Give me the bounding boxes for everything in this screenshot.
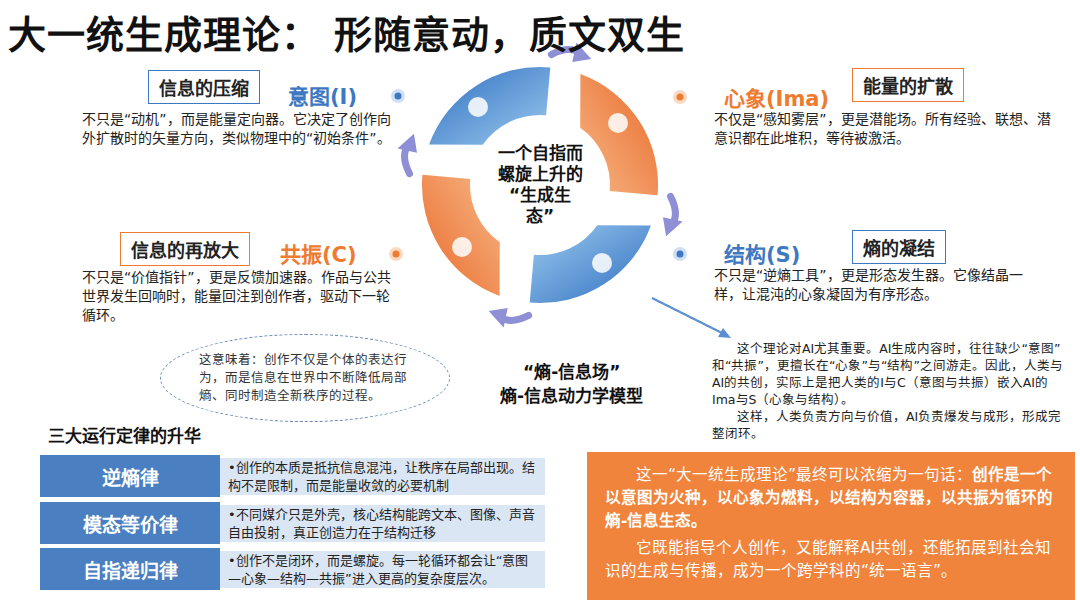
tag-box: 熵的凝结 bbox=[852, 230, 946, 264]
node-text: 熵的凝结 bbox=[863, 234, 935, 260]
node-text: 这意味着：创作不仅是个体的表达行为，而是信息在世界中不断降低局部熵、同时制造全新… bbox=[199, 351, 411, 405]
dot bbox=[673, 247, 687, 261]
speech-bubble: 这意味着：创作不仅是个体的表达行为，而是信息在世界中不断降低局部熵、同时制造全新… bbox=[160, 334, 450, 422]
concept-heading: 意图(I) bbox=[288, 80, 357, 110]
ai-note: 这个理论对AI尤其重要。AI生成内容时，往往缺少“意图”和“共振”，更擅长在“心… bbox=[712, 340, 1064, 408]
cycle-arrow bbox=[393, 131, 421, 174]
dot bbox=[395, 93, 402, 100]
node-text: •创作不是闭环，而是螺旋。每一轮循环都会让“意图—心象—结构—共振”进入更高的复… bbox=[228, 552, 537, 588]
node-text: 一个自指而螺旋上升的“生成生态” bbox=[495, 143, 585, 227]
concept-description: 不仅是“感知雾层”，更是潜能场。所有经验、联想、潜意识都在此堆积，等待被激活。 bbox=[714, 110, 1054, 148]
petal-icon bbox=[468, 97, 488, 117]
summary-text: 这一“大一统生成理论”最终可以浓缩为一句话： bbox=[636, 466, 972, 484]
cycle-arrow bbox=[486, 304, 529, 332]
node-text: 信息的再放大 bbox=[131, 236, 239, 262]
cycle-petals bbox=[393, 38, 687, 332]
section-heading: 三大运行定律的升华 bbox=[48, 422, 201, 447]
node-text: •创作的本质是抵抗信息混沌，让秩序在局部出现。结构不是限制，而是能量收敛的必要机… bbox=[228, 459, 537, 495]
node-text: 信息的压缩 bbox=[159, 74, 249, 100]
law-text-box: •不同媒介只是外壳，核心结构能跨文本、图像、声音自由投射，真正创造力在于结构迁移 bbox=[220, 505, 545, 542]
law-band: 逆熵律 bbox=[40, 455, 220, 497]
petal-icon bbox=[608, 113, 628, 133]
node-text: 逆熵律 bbox=[102, 463, 159, 490]
model-name: 熵-信息动力学模型 bbox=[500, 382, 643, 407]
concept-heading: 心象(Ima) bbox=[724, 82, 829, 112]
pointer-line bbox=[652, 298, 724, 334]
dot bbox=[391, 89, 405, 103]
tag-box: 信息的再放大 bbox=[120, 232, 250, 266]
node-text: •不同媒介只是外壳，核心结构能跨文本、图像、声音自由投射，真正创造力在于结构迁移 bbox=[228, 506, 537, 542]
center-circle: 一个自指而螺旋上升的“生成生态” bbox=[472, 117, 608, 253]
dot bbox=[673, 90, 687, 104]
node-text: 能量的扩散 bbox=[863, 72, 953, 98]
cycle-arrow bbox=[659, 196, 687, 239]
petal-icon bbox=[592, 253, 612, 273]
concept-description: 不只是“逆熵工具”，更是形态发生器。它像结晶一样，让混沌的心象凝固为有序形态。 bbox=[714, 266, 1024, 304]
model-name: “熵-信息场” bbox=[523, 358, 620, 383]
dot bbox=[389, 247, 403, 261]
law-text-box: •创作的本质是抵抗信息混沌，让秩序在局部出现。结构不是限制，而是能量收敛的必要机… bbox=[220, 458, 545, 495]
concept-description: 不只是“价值指针”，更是反馈加速器。作品与公共世界发生回响时，能量回注到创作者，… bbox=[82, 268, 392, 325]
law-band: 模态等价律 bbox=[40, 502, 220, 544]
dot bbox=[677, 251, 684, 258]
summary-box: 这一“大一统生成理论”最终可以浓缩为一句话：创作是一个以意图为火种，以心象为燃料… bbox=[587, 452, 1075, 600]
petal-icon bbox=[452, 237, 472, 257]
summary-text: 它既能指导个人创作，又能解释AI共创，还能拓展到社会知识的生成与传播，成为一个跨… bbox=[605, 539, 1051, 580]
paragraph: 这一“大一统生成理论”最终可以浓缩为一句话：创作是一个以意图为火种，以心象为燃料… bbox=[605, 464, 1057, 533]
law-text-box: •创作不是闭环，而是螺旋。每一轮循环都会让“意图—心象—结构—共振”进入更高的复… bbox=[220, 551, 545, 588]
law-band: 自指递归律 bbox=[40, 548, 220, 590]
concept-description: 不只是“动机”，而是能量定向器。它决定了创作向外扩散时的矢量方向，类似物理中的“… bbox=[82, 110, 392, 148]
node-text: 自指递归律 bbox=[83, 556, 178, 583]
concept-heading: 结构(S) bbox=[724, 238, 800, 268]
title: 大一统生成理论： 形随意动，质文双生 bbox=[8, 4, 685, 59]
paragraph: 它既能指导个人创作，又能解释AI共创，还能拓展到社会知识的生成与传播，成为一个跨… bbox=[605, 537, 1057, 583]
ai-note: 这样，人类负责方向与价值，AI负责爆发与成形，形成完整闭环。 bbox=[712, 408, 1064, 442]
dot bbox=[393, 251, 400, 258]
tag-box: 信息的压缩 bbox=[148, 70, 260, 104]
tag-box: 能量的扩散 bbox=[852, 68, 964, 102]
node-text: 模态等价律 bbox=[83, 510, 178, 537]
pointer-head bbox=[718, 328, 731, 338]
concept-heading: 共振(C) bbox=[280, 238, 357, 268]
dot bbox=[677, 94, 684, 101]
